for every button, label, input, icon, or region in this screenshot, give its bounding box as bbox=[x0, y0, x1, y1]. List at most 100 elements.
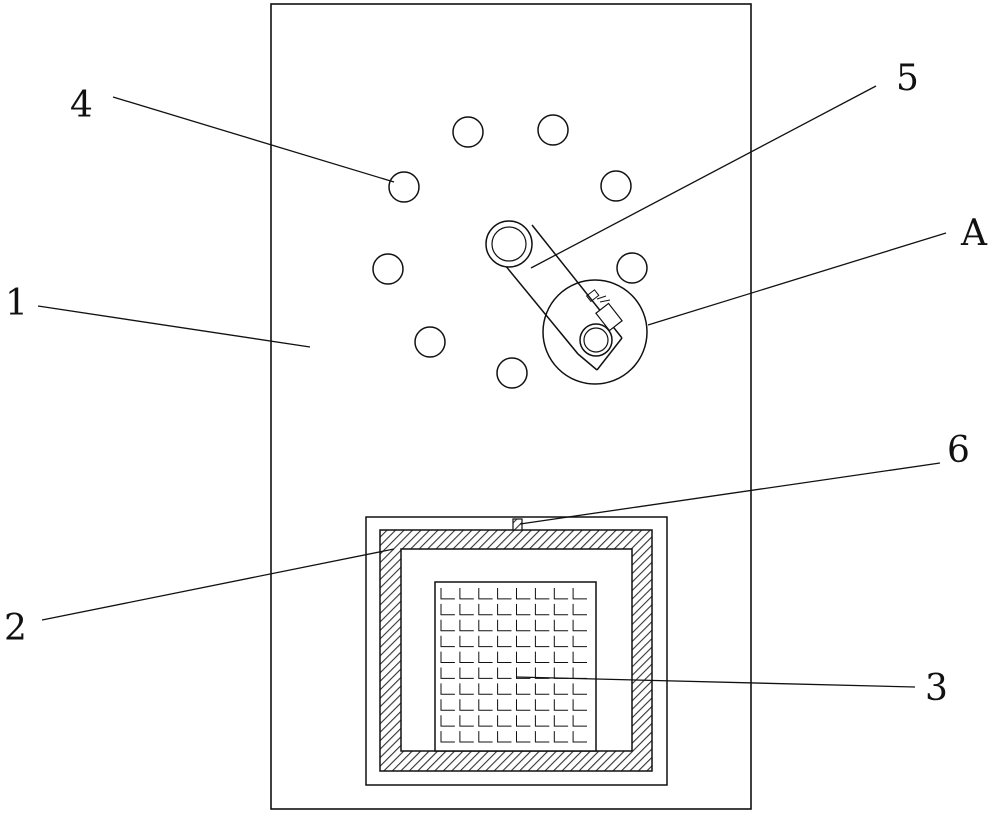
mesh-cell bbox=[497, 651, 512, 663]
mesh-cell bbox=[534, 635, 550, 648]
mesh-cell bbox=[478, 699, 493, 711]
peg-hole bbox=[600, 170, 632, 202]
mesh-grid bbox=[434, 581, 597, 752]
mesh-cell bbox=[553, 619, 569, 632]
mesh-cell bbox=[516, 603, 531, 616]
mesh-cell bbox=[478, 619, 493, 632]
mesh-cell bbox=[478, 667, 493, 679]
mesh-cell bbox=[516, 715, 531, 727]
mesh-cell bbox=[516, 651, 531, 663]
mesh-cell bbox=[534, 588, 550, 600]
mesh-cell bbox=[516, 635, 531, 648]
mesh-cell bbox=[459, 683, 474, 695]
mesh-cell bbox=[553, 699, 569, 711]
peg-hole bbox=[388, 171, 420, 203]
mesh-cell bbox=[497, 619, 512, 632]
leader-3 bbox=[515, 676, 916, 688]
mesh-cell bbox=[478, 683, 493, 695]
mesh-cell bbox=[497, 635, 512, 648]
peg-hole bbox=[616, 252, 648, 284]
crank-pivot-top bbox=[485, 220, 533, 268]
mesh-cell bbox=[553, 731, 569, 743]
mesh-cell bbox=[516, 619, 531, 632]
mesh-cell bbox=[459, 651, 474, 663]
mesh-cell bbox=[534, 683, 550, 695]
mesh-cell bbox=[534, 603, 550, 616]
mesh-cell bbox=[534, 619, 550, 632]
mesh-cell bbox=[440, 715, 455, 727]
mesh-cell bbox=[516, 731, 531, 743]
callout-3: 3 bbox=[925, 668, 948, 709]
mesh-cell bbox=[497, 603, 512, 616]
mesh-cell bbox=[572, 635, 587, 648]
mesh-cell bbox=[572, 699, 587, 711]
mesh-cell bbox=[497, 731, 512, 743]
mesh-cell bbox=[516, 667, 531, 679]
mesh-cell bbox=[459, 715, 474, 727]
callout-2: 2 bbox=[4, 608, 27, 649]
peg-hole bbox=[414, 326, 446, 358]
callout-4: 4 bbox=[70, 85, 93, 126]
leader-a bbox=[647, 232, 947, 326]
leader-2 bbox=[41, 548, 395, 621]
leader-4 bbox=[112, 96, 395, 183]
mesh-cell bbox=[459, 603, 474, 616]
mesh-cell bbox=[440, 635, 455, 648]
mesh-cell bbox=[572, 651, 587, 663]
leader-5 bbox=[530, 85, 877, 269]
peg-hole bbox=[452, 116, 484, 148]
housing-panel bbox=[270, 3, 752, 810]
callout-6: 6 bbox=[947, 430, 970, 471]
mesh-cell bbox=[459, 619, 474, 632]
callout-5: 5 bbox=[896, 58, 919, 99]
leader-lines bbox=[37, 85, 947, 688]
mesh-cell bbox=[459, 667, 474, 679]
mesh-cell bbox=[497, 699, 512, 711]
mesh-cell bbox=[459, 635, 474, 648]
mesh-cell bbox=[440, 731, 455, 743]
sensor-marker bbox=[512, 518, 523, 531]
mesh-cell bbox=[440, 651, 455, 663]
mesh-cell bbox=[516, 683, 531, 695]
mesh-cell bbox=[572, 731, 587, 743]
callout-a: A bbox=[960, 213, 988, 254]
mesh-cell bbox=[553, 588, 569, 600]
mesh-cell bbox=[497, 715, 512, 727]
peg-hole-ring bbox=[372, 114, 648, 389]
latch-detail bbox=[585, 289, 623, 332]
peg-hole bbox=[496, 357, 528, 389]
mesh-cell bbox=[534, 699, 550, 711]
mesh-cell bbox=[440, 667, 455, 679]
leader-1 bbox=[37, 305, 311, 348]
mesh-cell bbox=[553, 603, 569, 616]
mesh-cell bbox=[478, 731, 493, 743]
mesh-cell bbox=[553, 683, 569, 695]
mesh-cell bbox=[478, 588, 493, 600]
mesh-cell bbox=[516, 588, 531, 600]
mesh-cell bbox=[478, 635, 493, 648]
mesh-cell bbox=[497, 667, 512, 679]
mesh-cell bbox=[497, 588, 512, 600]
crank-arm bbox=[485, 220, 623, 371]
mesh-cell bbox=[534, 731, 550, 743]
crank-pivot-bottom bbox=[579, 323, 613, 357]
mesh-cell bbox=[572, 715, 587, 727]
mesh-cell bbox=[440, 603, 455, 616]
mesh-cell bbox=[440, 619, 455, 632]
mesh-cell bbox=[516, 699, 531, 711]
mesh-cell bbox=[572, 603, 587, 616]
mesh-cell bbox=[440, 588, 455, 600]
outer-housing-frame bbox=[365, 516, 668, 786]
mesh-cell bbox=[534, 651, 550, 663]
mesh-cell bbox=[478, 715, 493, 727]
insulated-frame bbox=[379, 529, 653, 772]
mesh-cell bbox=[572, 588, 587, 600]
mesh-cell bbox=[459, 699, 474, 711]
mesh-cell bbox=[553, 715, 569, 727]
mesh-cell bbox=[534, 715, 550, 727]
callout-1: 1 bbox=[5, 283, 28, 324]
peg-hole bbox=[372, 253, 404, 285]
peg-hole bbox=[537, 114, 569, 146]
mesh-cell bbox=[478, 651, 493, 663]
